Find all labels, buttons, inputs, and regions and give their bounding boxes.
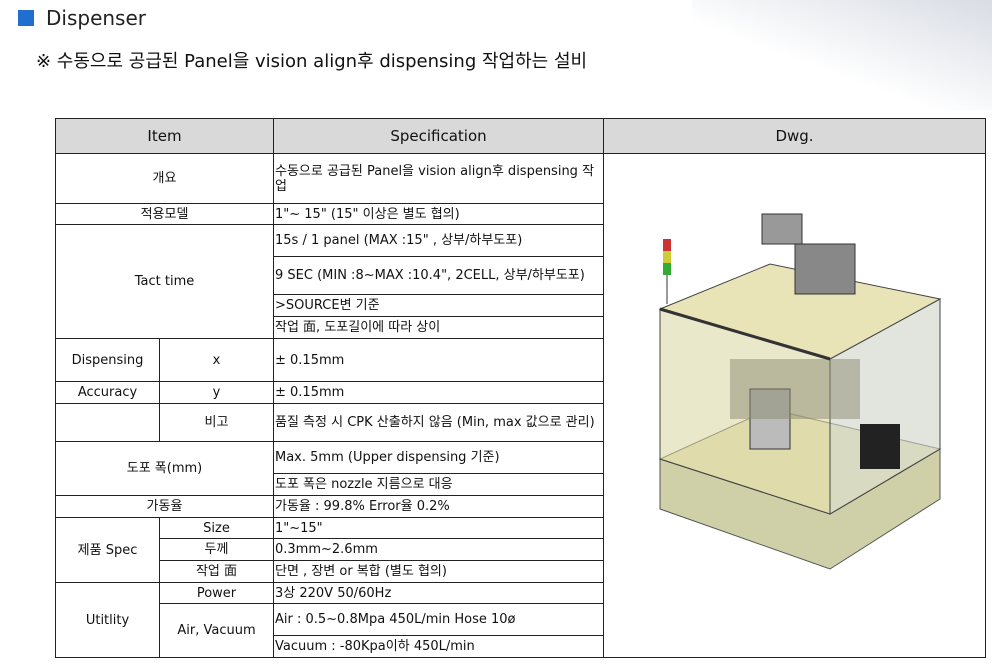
dispenser-machine-drawing: [657, 213, 941, 570]
label-tact: Tact time: [55, 224, 274, 339]
label-uptime: 가동율: [55, 495, 274, 518]
background-gradient: [692, 0, 992, 110]
spec-x: ± 0.15mm: [273, 338, 604, 382]
spec-tact-3: >SOURCE변 기준: [273, 294, 604, 317]
spec-size: 1"~15": [273, 517, 604, 539]
label-y: y: [159, 381, 274, 404]
spec-thickness: 0.3mm~2.6mm: [273, 538, 604, 561]
spec-width-1: Max. 5mm (Upper dispensing 기준): [273, 441, 604, 474]
header-spec: Specification: [273, 118, 604, 154]
label-overview: 개요: [55, 153, 274, 204]
title-text: Dispenser: [46, 6, 146, 30]
label-utility: Utitlity: [55, 582, 160, 658]
spec-air: Air : 0.5~0.8Mpa 450L/min Hose 10ø: [273, 603, 604, 636]
spec-vacuum: Vacuum : -80Kpa이하 450L/min: [273, 635, 604, 658]
label-face: 작업 面: [159, 560, 274, 583]
label-power: Power: [159, 582, 274, 604]
header-row: Item Specification Dwg.: [55, 118, 986, 154]
spec-uptime: 가동율 : 99.8% Error율 0.2%: [273, 495, 604, 518]
spec-tact-2: 9 SEC (MIN :8~MAX :10.4", 2CELL, 상부/하부도포…: [273, 256, 604, 295]
label-thickness: 두께: [159, 538, 274, 561]
header-item: Item: [55, 118, 274, 154]
header-dwg: Dwg.: [603, 118, 986, 154]
label-air-vacuum: Air, Vacuum: [159, 603, 274, 658]
label-width: 도포 폭(mm): [55, 441, 274, 496]
subtitle: ※ 수동으로 공급된 Panel을 vision align후 dispensi…: [36, 51, 588, 72]
label-model: 적용모델: [55, 203, 274, 225]
spec-tact-4: 작업 面, 도포길이에 따라 상이: [273, 316, 604, 339]
label-product: 제품 Spec: [55, 517, 160, 583]
spec-table: Item Specification Dwg. 개요 수동으로 공급된 Pane…: [55, 118, 986, 658]
spec-power: 3상 220V 50/60Hz: [273, 582, 604, 604]
spec-overview: 수동으로 공급된 Panel을 vision align후 dispensing…: [273, 153, 604, 204]
spec-y: ± 0.15mm: [273, 381, 604, 404]
label-size: Size: [159, 517, 274, 539]
page-title: Dispenser: [18, 6, 146, 30]
spec-note: 품질 측정 시 CPK 산출하지 않음 (Min, max 값으로 관리): [273, 403, 604, 442]
label-x: x: [159, 338, 274, 382]
label-note: 비고: [159, 403, 274, 442]
empty-cell: [55, 403, 160, 442]
spec-width-2: 도포 폭은 nozzle 지름으로 대응: [273, 473, 604, 496]
spec-tact-1: 15s / 1 panel (MAX :15" , 상부/하부도포): [273, 224, 604, 257]
drawing-cell: [603, 153, 986, 658]
spec-model: 1"~ 15" (15" 이상은 별도 협의): [273, 203, 604, 225]
spec-face: 단면 , 장변 or 복합 (별도 협의): [273, 560, 604, 583]
title-square-icon: [18, 10, 34, 26]
label-accuracy: Accuracy: [55, 381, 160, 404]
label-dispensing: Dispensing: [55, 338, 160, 382]
